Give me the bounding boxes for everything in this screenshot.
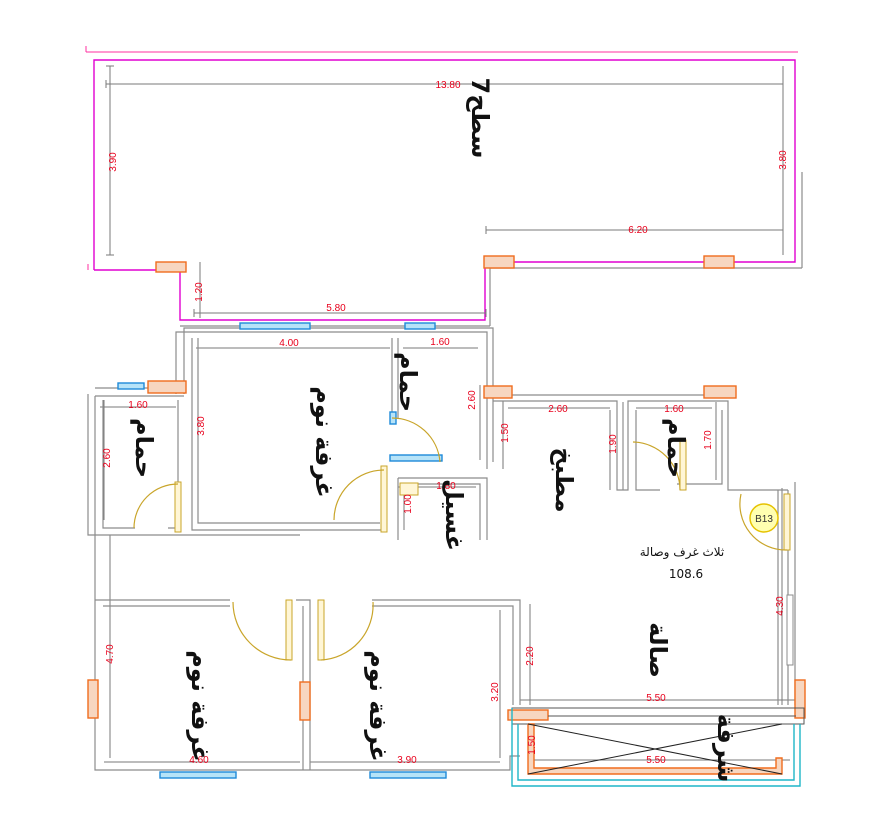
dim-bed3-height: 3.20 bbox=[490, 682, 501, 702]
column bbox=[299, 681, 311, 721]
dim-roof-right: 3.80 bbox=[778, 150, 789, 170]
door-leaf bbox=[285, 599, 293, 661]
room-label-laundry: غسيل bbox=[440, 479, 468, 551]
dim-left-height: 4.70 bbox=[105, 644, 116, 664]
door-swing bbox=[739, 493, 788, 551]
room-label-hall: صالة bbox=[644, 622, 672, 678]
columns bbox=[87, 255, 806, 721]
door-leaf bbox=[174, 481, 182, 533]
dim-hall-width: 5.50 bbox=[646, 693, 666, 704]
door-swing bbox=[320, 601, 374, 661]
room-label-bedroom-bl: غرفة نوم bbox=[186, 650, 214, 762]
door-swing bbox=[632, 441, 681, 491]
column bbox=[155, 261, 187, 273]
door-leaf bbox=[399, 482, 419, 496]
dim-bed1-height: 3.80 bbox=[196, 416, 207, 436]
apartment-area: 108.6 bbox=[669, 567, 703, 581]
door-swing bbox=[133, 483, 179, 529]
dim-kitchen-height: 1.50 bbox=[500, 423, 511, 443]
doors bbox=[133, 417, 791, 661]
column bbox=[147, 380, 187, 394]
dim-corridor: 2.20 bbox=[525, 646, 536, 666]
door-leaf bbox=[317, 599, 325, 661]
apartment-type: ثلاث غرف وصالة bbox=[640, 545, 725, 560]
dim-roof-lower: 6.20 bbox=[628, 225, 648, 236]
room-label-bath-top: حمام bbox=[394, 352, 422, 412]
dim-roof-left: 3.90 bbox=[108, 152, 119, 172]
column bbox=[703, 255, 735, 269]
dimension-labels: 13.80 3.90 3.80 6.20 1.20 5.80 4.00 1.60… bbox=[102, 80, 789, 766]
room-label-bath-left: حمام bbox=[130, 418, 158, 478]
stair-tag-group: B13 bbox=[749, 503, 779, 533]
dim-bath1-height: 2.60 bbox=[467, 390, 478, 410]
window bbox=[404, 322, 436, 330]
door-leaf bbox=[380, 465, 388, 533]
door-leaf bbox=[783, 493, 791, 551]
room-label-balcony: شرفة bbox=[712, 714, 740, 783]
room-label-kitchen: مطبخ bbox=[550, 447, 578, 512]
dim-bath2-height: 2.60 bbox=[102, 448, 113, 468]
room-label-bedroom-top: غرفة نوم bbox=[310, 386, 338, 498]
dim-laundry-height: 1.00 bbox=[403, 494, 414, 514]
dim-bed1-width: 4.00 bbox=[279, 338, 299, 349]
room-label-roof: سطح7 bbox=[466, 78, 494, 159]
dim-roof-width: 13.80 bbox=[435, 80, 460, 91]
column bbox=[483, 255, 515, 269]
dim-bath1-width: 1.60 bbox=[430, 337, 450, 348]
door-swing bbox=[232, 601, 292, 661]
room-labels: سطح7 غرفة نوم حمام حمام حمام غسيل مطبخ ص… bbox=[130, 78, 740, 783]
dim-bed2-width: 4.60 bbox=[189, 755, 209, 766]
room-label-bedroom-bm: غرفة نوم bbox=[364, 650, 392, 762]
stair-tag-circle bbox=[749, 503, 779, 533]
dim-balcony-height: 1.50 bbox=[527, 735, 538, 755]
stair-tag: B13 bbox=[755, 514, 773, 525]
dim-bath3-height-a: 1.90 bbox=[608, 434, 619, 454]
window bbox=[239, 322, 311, 330]
door-swing bbox=[333, 469, 385, 521]
dim-roof-mid: 5.80 bbox=[326, 303, 346, 314]
window bbox=[117, 382, 145, 390]
dim-bath3-width: 1.60 bbox=[664, 404, 684, 415]
dim-stair: 1.20 bbox=[194, 282, 205, 302]
apartment-info: ثلاث غرف وصالة 108.6 bbox=[640, 545, 725, 581]
column bbox=[483, 385, 513, 399]
dim-laundry-width: 1.80 bbox=[436, 481, 456, 492]
dim-bath2-width: 1.60 bbox=[128, 400, 148, 411]
dim-bed3-width: 3.90 bbox=[397, 755, 417, 766]
column bbox=[87, 679, 99, 719]
dim-balcony-width: 5.50 bbox=[646, 755, 666, 766]
door-swing bbox=[391, 417, 441, 463]
room-label-bath-right: حمام bbox=[662, 418, 690, 478]
dim-kitchen-width: 2.60 bbox=[548, 404, 568, 415]
dim-hall-height: 4.30 bbox=[775, 596, 786, 616]
column bbox=[794, 679, 806, 719]
column bbox=[507, 709, 549, 721]
dim-bath3-height-b: 1.70 bbox=[703, 430, 714, 450]
window bbox=[159, 771, 237, 779]
column bbox=[703, 385, 737, 399]
window bbox=[389, 454, 443, 462]
window bbox=[369, 771, 447, 779]
balcony bbox=[511, 707, 805, 787]
door-leaf bbox=[679, 439, 687, 491]
